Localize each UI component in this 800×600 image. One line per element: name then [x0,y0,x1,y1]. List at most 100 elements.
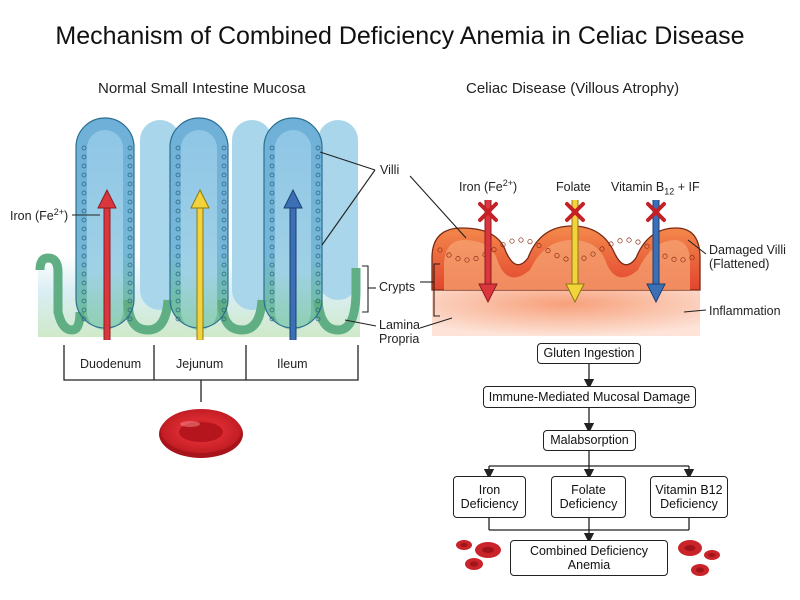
folate-label: Folate [556,180,591,194]
segment-bracket [63,345,359,402]
epithelial-cell [81,298,87,304]
epithelial-cell [175,280,181,286]
epithelial-cell [315,235,321,241]
epithelial-cell [81,190,87,196]
epithelial-cell [81,280,87,286]
epithelial-cell [269,181,275,187]
epithelial-cell [269,154,275,160]
absorption-arrows-normal [97,188,303,340]
epithelial-cell [127,163,133,169]
red-blood-cell [159,409,243,458]
inflamed-lamina-propria [432,290,700,336]
damaged-epithelial-cell [500,242,506,248]
leader-lines [72,151,377,327]
epithelial-cell [127,145,133,151]
villi-label: Villi [380,163,400,177]
epithelial-cell [175,190,181,196]
epithelial-cell [221,298,227,304]
epithelial-cell [175,226,181,232]
epithelial-cell [127,280,133,286]
epithelial-cell [269,217,275,223]
damaged-epithelial-cell [455,256,461,262]
epithelial-cell [81,235,87,241]
epithelial-cell [221,280,227,286]
epithelial-cell [315,244,321,250]
epithelial-cell [269,172,275,178]
epithelial-cell [221,199,227,205]
damaged-epithelial-cell [608,241,614,247]
epithelial-cell [269,208,275,214]
epithelial-cell [127,262,133,268]
epithelial-cell [175,199,181,205]
malabsorption-box: Malabsorption [543,430,636,451]
epithelial-cell [81,253,87,259]
damaged-epithelial-cell [581,255,587,261]
epithelial-cell [175,262,181,268]
epithelial-cell [221,154,227,160]
epithelial-cell [127,244,133,250]
damaged-epithelial-cell [644,243,650,249]
epithelial-cell [175,298,181,304]
epithelial-cell [315,199,321,205]
damaged-epithelial-cell [554,253,560,259]
damaged-epithelial-cell [464,257,470,263]
epithelial-cell [269,316,275,322]
block-x-icons [478,202,666,222]
gluten-ingestion-box: Gluten Ingestion [537,343,641,364]
epithelial-cell [81,307,87,313]
damaged-epithelial-cell [662,253,668,259]
epithelial-cell [127,271,133,277]
epithelial-cell [315,316,321,322]
epithelial-cell [175,289,181,295]
epithelial-cell [269,307,275,313]
damaged-epithelial-cell [680,257,686,263]
damaged-epithelial-cell [518,237,524,243]
epithelial-cell [127,181,133,187]
epithelial-cell [221,289,227,295]
damaged-epithelial-cell [473,255,479,262]
epithelial-cell [81,145,87,151]
epithelial-cell [269,280,275,286]
epithelial-cell [221,307,227,313]
damaged-epithelial-cell [545,248,551,254]
epithelial-cell [127,289,133,295]
damaged-villi-label: Damaged Villi (Flattened) [709,243,786,272]
epithelial-cell [81,172,87,178]
epithelial-cell [315,307,321,313]
background-villus [318,120,358,300]
epithelial-cell [315,172,321,178]
small-red-blood-cells [456,540,720,576]
right-panel-title: Celiac Disease (Villous Atrophy) [466,80,680,97]
epithelial-cell [221,262,227,268]
epithelial-cell [221,172,227,178]
epithelial-cell [221,163,227,169]
epithelial-cell [315,271,321,277]
epithelial-cell [175,217,181,223]
epithelial-cell [221,244,227,250]
epithelial-cell [175,316,181,322]
diagram-title: Mechanism of Combined Deficiency Anemia … [55,22,745,50]
mucosal-damage-box: Immune-Mediated Mucosal Damage [483,386,696,408]
epithelial-cell [269,289,275,295]
epithelial-cell [315,262,321,268]
damaged-epithelial-cell [446,252,452,258]
iron-label-celiac: Iron (Fe2+) [459,178,518,195]
epithelial-cell [175,253,181,259]
epithelial-cell [81,217,87,223]
blocked-absorption-arrows [478,200,666,304]
epithelial-cell [127,199,133,205]
epithelial-cell [269,271,275,277]
epithelial-cell [221,271,227,277]
epithelial-cell [315,154,321,160]
epithelial-cell [175,172,181,178]
damaged-epithelial-cell [437,247,443,253]
epithelial-cell [269,199,275,205]
epithelial-cell [315,253,321,259]
epithelial-cell [127,154,133,160]
epithelial-cell [81,154,87,160]
damaged-epithelial-cell [599,246,605,252]
